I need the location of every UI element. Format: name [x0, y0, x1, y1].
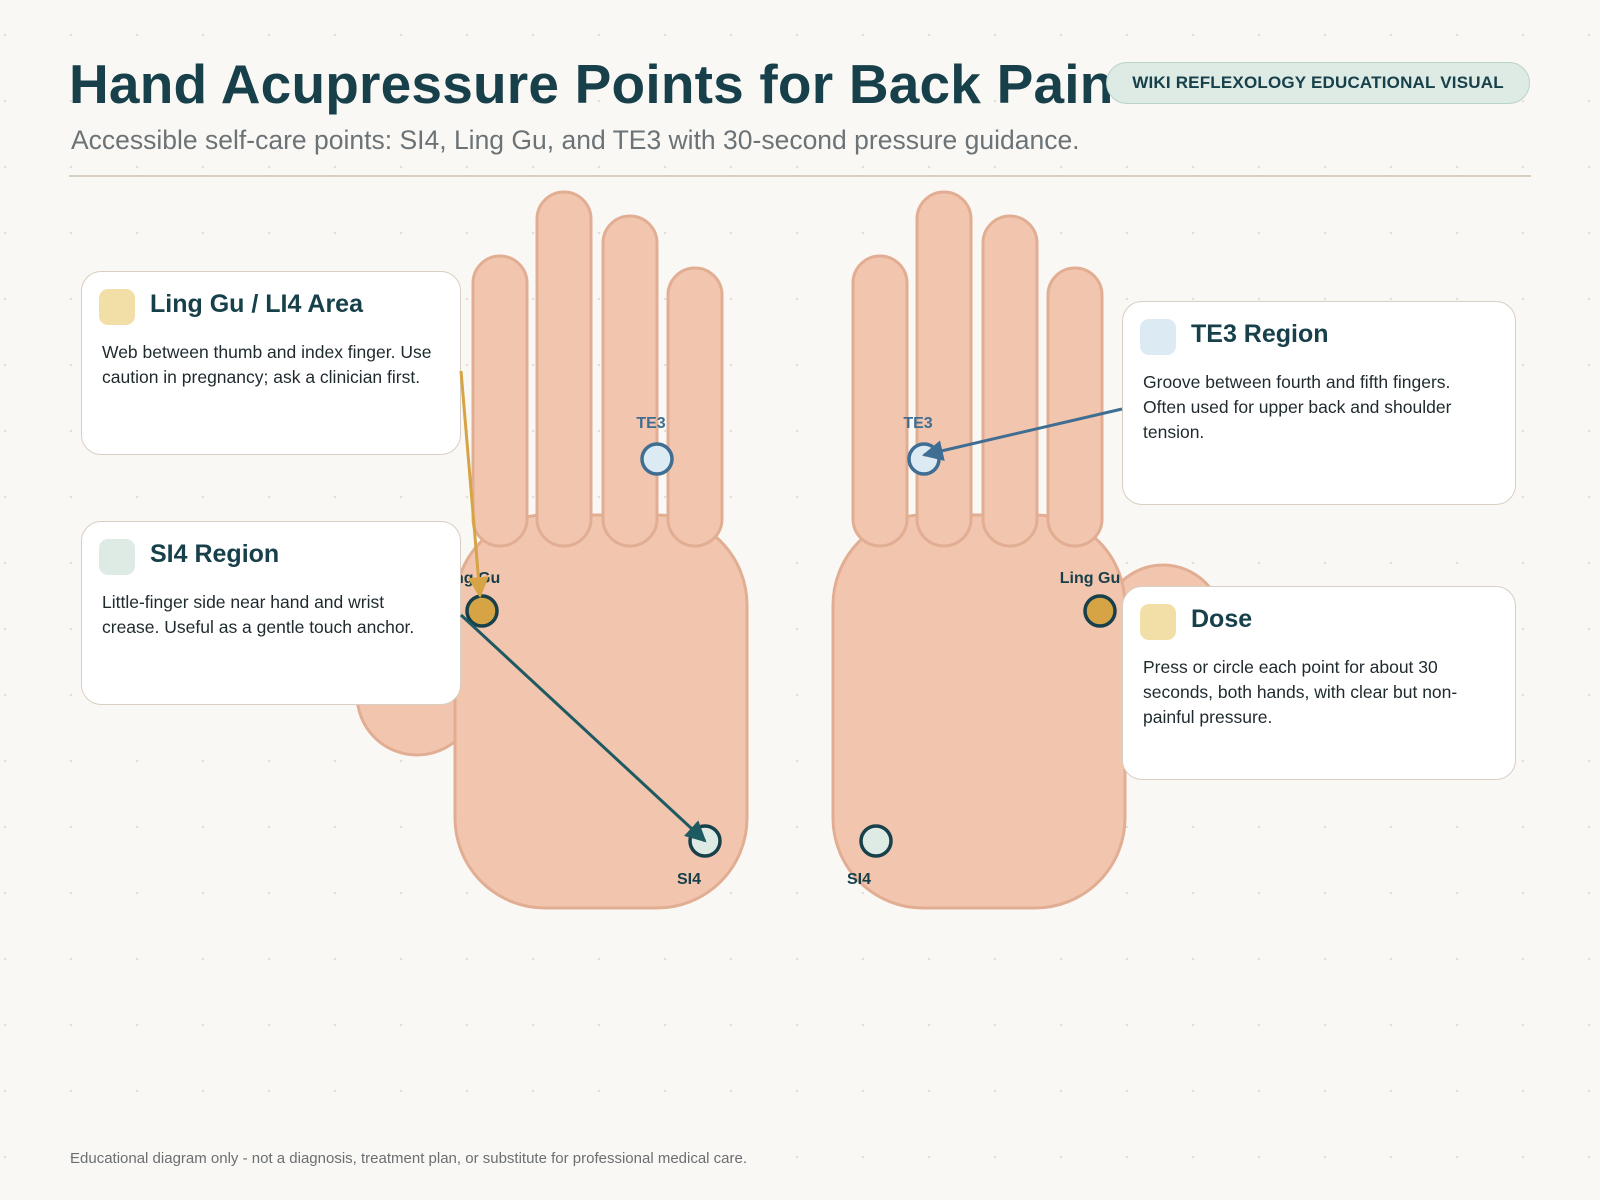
si4-swatch	[99, 539, 135, 575]
te3-card: TE3 Region Groove between fourth and fif…	[1122, 301, 1516, 505]
left-te3-label: TE3	[636, 415, 665, 432]
right-linggu-point[interactable]	[1083, 594, 1117, 628]
si4-card: SI4 Region Little-finger side near hand …	[81, 521, 461, 705]
linggu-swatch	[99, 289, 135, 325]
left-linggu-point[interactable]	[465, 594, 499, 628]
disclaimer-footer: Educational diagram only - not a diagnos…	[70, 1150, 748, 1167]
right-linggu-label: Ling Gu	[1060, 570, 1120, 587]
dose-card: Dose Press or circle each point for abou…	[1122, 586, 1516, 780]
left-si4-point[interactable]	[688, 824, 722, 858]
educational-badge: WIKI REFLEXOLOGY EDUCATIONAL VISUAL	[1106, 62, 1530, 104]
si4-card-body: Little-finger side near hand and wrist c…	[102, 592, 415, 637]
linggu-card-body: Web between thumb and index finger. Use …	[102, 342, 432, 387]
right-si4-point[interactable]	[859, 824, 893, 858]
right-si4-label: SI4	[847, 871, 871, 888]
left-si4-label: SI4	[677, 871, 701, 888]
dose-card-body: Press or circle each point for about 30 …	[1143, 657, 1458, 727]
te3-card-body: Groove between fourth and fifth fingers.…	[1143, 372, 1452, 442]
te3-swatch	[1140, 319, 1176, 355]
right-hand	[831, 190, 1225, 910]
left-te3-point[interactable]	[640, 442, 674, 476]
left-finger-little	[666, 266, 724, 548]
linggu-card-title: Ling Gu / LI4 Area	[150, 290, 363, 318]
left-finger-ring	[601, 214, 659, 548]
dose-card-title: Dose	[1191, 605, 1253, 633]
right-te3-label: TE3	[903, 415, 932, 432]
linggu-card: Ling Gu / LI4 Area Web between thumb and…	[81, 271, 461, 455]
left-finger-index	[471, 254, 529, 548]
right-te3-point[interactable]	[907, 442, 941, 476]
si4-card-title: SI4 Region	[150, 540, 280, 568]
dose-swatch	[1140, 604, 1176, 640]
right-finger-little	[851, 254, 909, 548]
right-finger-index	[1046, 266, 1104, 548]
header-divider	[69, 175, 1531, 177]
page-title: Hand Acupressure Points for Back Pain	[69, 53, 1114, 115]
page-subtitle: Accessible self-care points: SI4, Ling G…	[71, 125, 1080, 155]
right-finger-ring	[915, 190, 973, 548]
te3-card-title: TE3 Region	[1191, 320, 1329, 348]
left-finger-middle	[535, 190, 593, 548]
right-finger-middle	[981, 214, 1039, 548]
